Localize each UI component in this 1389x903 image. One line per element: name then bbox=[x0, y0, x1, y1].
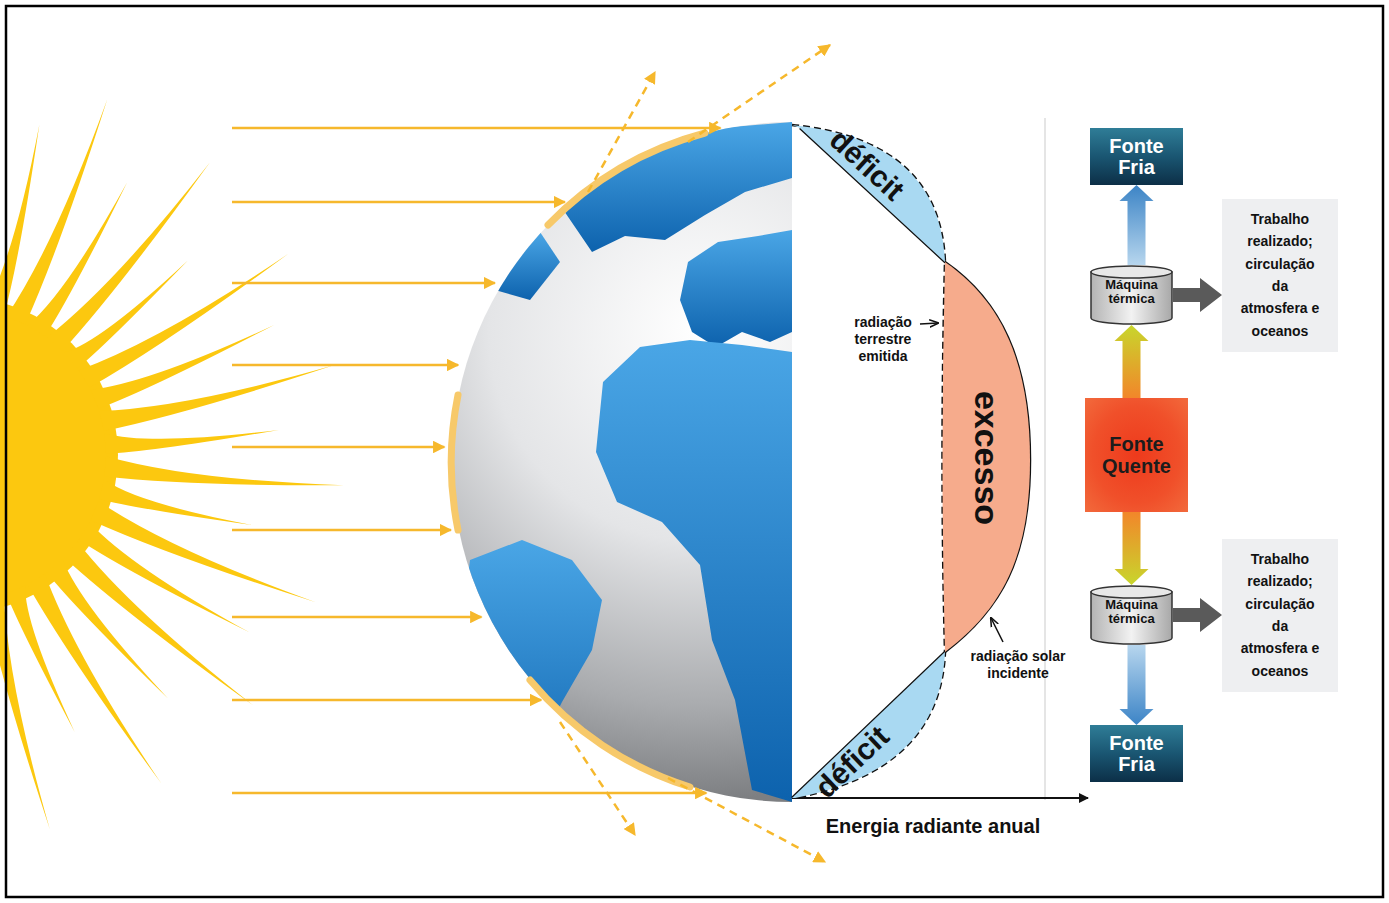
solar-ray bbox=[232, 529, 451, 532]
cylinder-top bbox=[1091, 266, 1172, 278]
work-arrow bbox=[1173, 278, 1222, 312]
sun-ray bbox=[99, 365, 334, 431]
illustration-part bbox=[560, 722, 635, 835]
sun-ray bbox=[104, 430, 279, 454]
illustration-part bbox=[792, 125, 945, 798]
cold-source-box: Fonte Fria bbox=[1090, 725, 1183, 782]
solar-ray bbox=[232, 446, 444, 449]
separator-line bbox=[1044, 118, 1046, 800]
energy-region: excesso bbox=[940, 258, 1035, 658]
box-label: Máquina térmica bbox=[1090, 278, 1173, 307]
flow-arrow bbox=[1115, 325, 1149, 398]
box-label: Fonte Quente bbox=[1091, 433, 1182, 477]
globe bbox=[451, 122, 792, 805]
box-label: Fonte Fria bbox=[1094, 733, 1179, 775]
solar-ray bbox=[232, 364, 458, 367]
curve-label: radiação solar incidente bbox=[968, 648, 1068, 682]
heat-engine-cylinder: Máquina térmica bbox=[1090, 265, 1173, 325]
work-arrow bbox=[1173, 598, 1222, 632]
leader-line bbox=[920, 323, 938, 324]
cylinder-body bbox=[1091, 272, 1172, 324]
box-label: Trabalho realizado; circulação da atmosf… bbox=[1238, 548, 1322, 682]
energy-region: déficit bbox=[792, 120, 952, 270]
heat-engine-cylinder: Máquina térmica bbox=[1090, 585, 1173, 645]
incidence-arcs bbox=[451, 133, 705, 787]
illustration-part bbox=[596, 340, 792, 802]
region-fill bbox=[943, 262, 1031, 652]
flow-arrow bbox=[1120, 185, 1154, 265]
sun bbox=[0, 71, 344, 839]
frame bbox=[6, 6, 1383, 897]
solar-ray bbox=[232, 282, 495, 285]
region-shape bbox=[792, 120, 952, 270]
cylinder-top bbox=[1091, 586, 1172, 598]
cylinder-body bbox=[1091, 592, 1172, 644]
sun-ray bbox=[104, 456, 343, 485]
flow-arrow bbox=[1115, 512, 1149, 585]
solar-ray bbox=[232, 616, 481, 619]
leader-line bbox=[991, 618, 1003, 642]
solar-ray bbox=[232, 792, 706, 795]
axis-label: Energia radiante anual bbox=[773, 814, 1093, 838]
sun-ray bbox=[91, 501, 316, 602]
flow-arrow bbox=[1120, 645, 1154, 725]
continents bbox=[452, 122, 792, 805]
illustration-part bbox=[530, 680, 690, 787]
sun-ray bbox=[6, 99, 107, 324]
illustration-part bbox=[548, 133, 705, 225]
region-fill bbox=[792, 125, 945, 262]
curve-label: radiação terrestre emitida bbox=[833, 314, 933, 364]
box-label: Máquina térmica bbox=[1090, 598, 1173, 627]
sun-ray bbox=[0, 594, 50, 829]
energy-region: déficit bbox=[792, 648, 952, 803]
illustration-part bbox=[451, 395, 458, 530]
box-label: Trabalho realizado; circulação da atmosf… bbox=[1238, 208, 1322, 342]
reflected-rays bbox=[560, 45, 830, 862]
solar-ray bbox=[232, 201, 565, 204]
region-label: excesso bbox=[970, 391, 1004, 525]
illustration-part bbox=[452, 540, 602, 805]
illustration-part bbox=[495, 232, 560, 300]
sun-rays bbox=[232, 128, 720, 793]
work-box: Trabalho realizado; circulação da atmosf… bbox=[1222, 199, 1338, 352]
sun-ray bbox=[91, 325, 275, 409]
solar-ray bbox=[232, 699, 541, 702]
illustration-part bbox=[588, 72, 655, 192]
hot-source-box: Fonte Quente bbox=[1085, 398, 1188, 512]
illustration-part bbox=[680, 230, 792, 347]
work-box: Trabalho realizado; circulação da atmosf… bbox=[1222, 539, 1338, 692]
energy-curves bbox=[792, 125, 1030, 798]
solar-ray bbox=[232, 127, 720, 130]
box-label: Fonte Fria bbox=[1094, 136, 1179, 178]
cold-source-box: Fonte Fria bbox=[1090, 128, 1183, 185]
